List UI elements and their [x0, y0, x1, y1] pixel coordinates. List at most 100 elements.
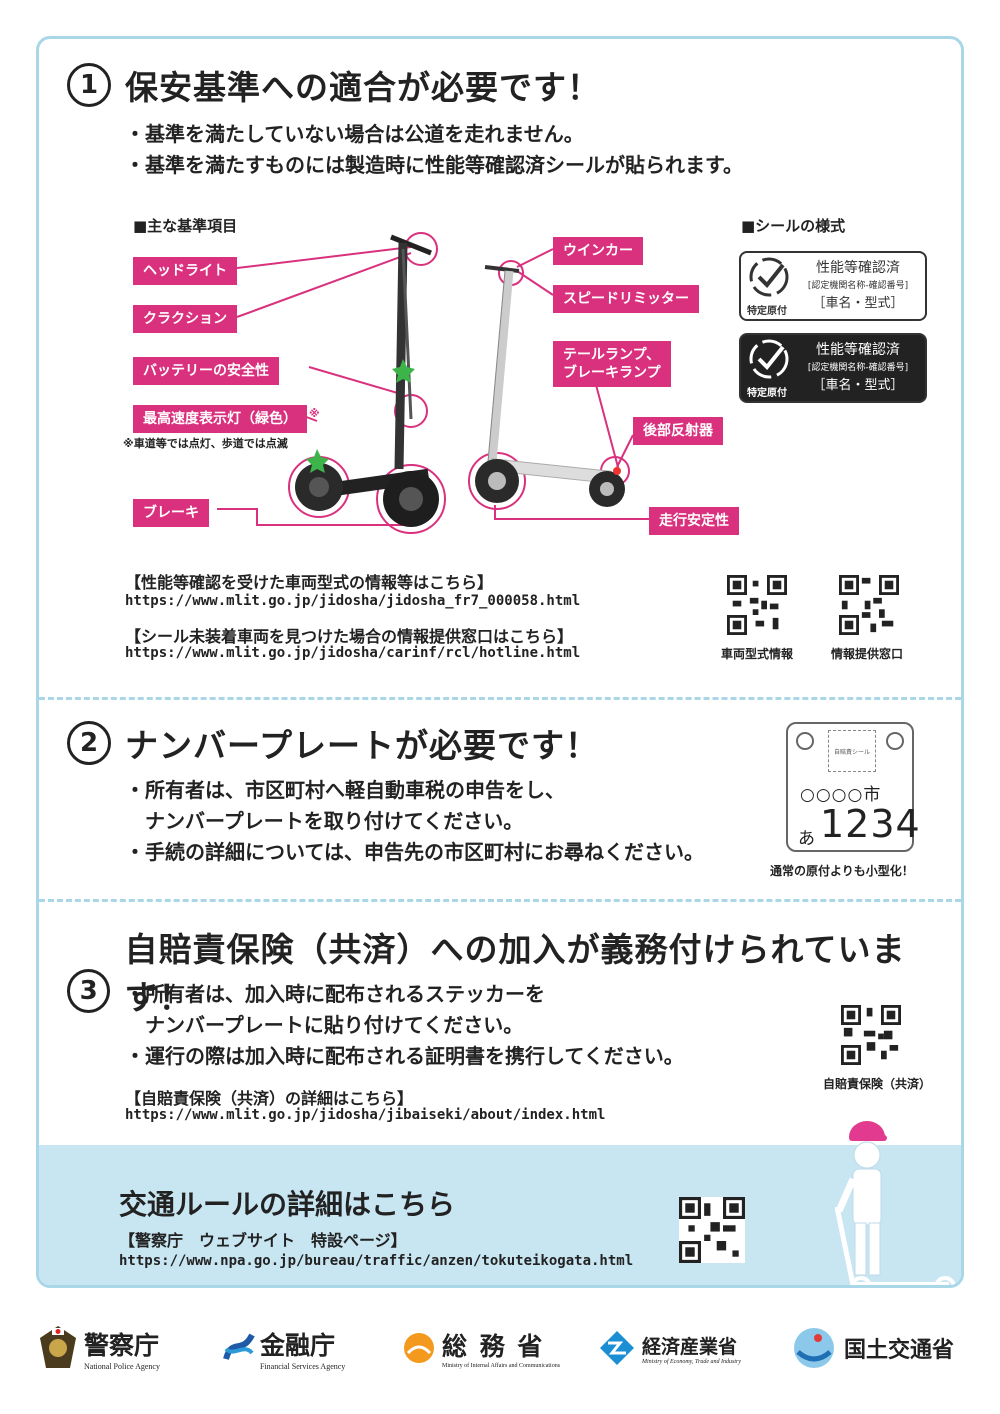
- bullet: ・所有者は、市区町村へ軽自動車税の申告をし、: [125, 778, 565, 802]
- qr-code-traffic-rules[interactable]: [679, 1197, 745, 1263]
- bullet: ・基準を満たすものには製造時に性能等確認済シールが貼られます。: [125, 153, 743, 177]
- logo-meti-name: 経済産業省: [642, 1335, 738, 1358]
- callout-tail-lamp-line2: ブレーキランプ: [563, 365, 661, 381]
- seal-line3: ［車名・型式］: [812, 296, 904, 311]
- qr-code-jibaiseki[interactable]: [841, 1005, 901, 1065]
- plate-bolt-hole: [886, 732, 904, 750]
- meti-logo-icon: [600, 1331, 634, 1365]
- logo-mlit-name: 国土交通省: [844, 1338, 955, 1363]
- check-seal-icon: 特定原付: [747, 255, 797, 317]
- link-vehicle-info-url[interactable]: https://www.mlit.go.jp/jidosha/jidosha_f…: [125, 593, 581, 609]
- fsa-logo-icon: [223, 1333, 255, 1360]
- qr-code-vehicle-info[interactable]: [727, 575, 787, 635]
- section-divider: [39, 899, 961, 902]
- section2-number: 2: [67, 721, 111, 765]
- seal-label: 特定原付: [747, 306, 787, 317]
- seal-line2: [認定機関名称-確認番号]: [807, 281, 909, 291]
- bullet: ・基準を満たしていない場合は公道を走れません。: [125, 122, 584, 146]
- section3-title: 自賠責保険（共済）への加入が義務付けられています！: [124, 930, 906, 1017]
- seal-line1: 性能等確認済: [816, 342, 900, 358]
- check-seal-icon: 特定原付: [747, 337, 797, 399]
- section2-bullets: ・所有者は、市区町村へ軽自動車税の申告をし、 ナンバープレートを取り付けてくださ…: [125, 775, 704, 868]
- black-scooter: [295, 234, 439, 527]
- section3-bullets: ・所有者は、加入時に配布されるステッカーを ナンバープレートに貼り付けてください…: [125, 979, 684, 1072]
- plate-city: ○○○○市: [800, 785, 882, 805]
- callout-line-reflector: [616, 434, 634, 468]
- callout-stability: 走行安定性: [649, 507, 739, 535]
- qr-label-jibaiseki: 自賠責保険（共済）: [823, 1077, 932, 1091]
- logo-meti-sub: Ministry of Economy, Trade and Industry: [642, 1358, 741, 1365]
- logo-mic: 総 務 省 Ministry of Internal Affairs and C…: [402, 1318, 560, 1378]
- bullet: ・運行の際は加入時に配布される証明書を携行してください。: [125, 1044, 684, 1068]
- speed-lamp-note: ※車道等では点灯、歩道では点滅: [123, 437, 288, 450]
- police-emblem-icon: [40, 1326, 76, 1368]
- plate-hiragana: あ: [798, 829, 815, 849]
- seal-label: 特定原付: [747, 388, 787, 399]
- seal-heading: ■シールの様式: [741, 217, 846, 235]
- plate-bolt-hole: [796, 732, 814, 750]
- callout-winker: ウインカー: [553, 237, 643, 265]
- flyer-frame: 1 保安基準への適合が必要です！ ・基準を満たしていない場合は公道を走れません。…: [36, 36, 964, 1288]
- band-heading: 【警察庁 ウェブサイト 特設ページ】: [119, 1231, 407, 1250]
- section1-heading: 1 保安基準への適合が必要です！: [67, 61, 601, 109]
- band-url[interactable]: https://www.npa.go.jp/bureau/traffic/anz…: [119, 1253, 634, 1269]
- logo-meti: 経済産業省 Ministry of Economy, Trade and Ind…: [598, 1318, 741, 1378]
- section1-number: 1: [67, 63, 111, 107]
- section1-title: 保安基準への適合が必要です！: [125, 68, 601, 107]
- logo-fsa: 金融庁 Financial Services Agency: [222, 1318, 345, 1378]
- link-hotline-url[interactable]: https://www.mlit.go.jp/jidosha/carinf/rc…: [125, 645, 581, 661]
- callout-tail-lamp: テールランプ、 ブレーキランプ: [553, 341, 671, 387]
- callout-tail-lamp-line1: テールランプ、: [563, 347, 661, 363]
- speed-lamp-mark: ※: [309, 407, 320, 420]
- mlit-logo-icon: [794, 1328, 834, 1368]
- qr-label-hotline: 情報提供窓口: [831, 647, 904, 661]
- highlight-rear-wheel: [376, 464, 446, 534]
- callout-line-winker: [516, 248, 554, 268]
- seal-sample-dark: 特定原付 性能等確認済 [認定機関名称-確認番号] ［車名・型式］: [739, 333, 927, 403]
- seal-line3: ［車名・型式］: [812, 378, 904, 393]
- logo-police-sub: National Police Agency: [84, 1361, 160, 1371]
- section-divider: [39, 697, 961, 700]
- logo-mlit: 国土交通省: [792, 1318, 954, 1378]
- bullet: ナンバープレートに貼り付けてください。: [125, 1013, 524, 1037]
- section2-heading: 2 ナンバープレートが必要です！: [67, 719, 599, 767]
- logo-police: 警察庁 National Police Agency: [38, 1318, 160, 1378]
- section3-number: 3: [67, 969, 111, 1013]
- qr-code-hotline[interactable]: [839, 575, 899, 635]
- callout-speed-lamp: 最高速度表示灯（緑色）: [133, 405, 307, 433]
- bullet: ・手続の詳細については、申告先の市区町村にお尋ねください。: [125, 840, 704, 864]
- callout-reflector: 後部反射器: [633, 417, 723, 445]
- link-jibaiseki-url[interactable]: https://www.mlit.go.jp/jidosha/jibaiseki…: [125, 1107, 606, 1123]
- callout-headlight: ヘッドライト: [133, 257, 237, 285]
- callout-horn: クラクション: [133, 305, 237, 333]
- bullet: ・所有者は、加入時に配布されるステッカーを: [125, 982, 545, 1006]
- mic-logo-icon: [404, 1333, 434, 1363]
- seal-line2: [認定機関名称-確認番号]: [807, 363, 909, 373]
- callout-line-headlight: [236, 246, 412, 269]
- plate-number: 1234: [820, 802, 921, 846]
- license-plate-sample: 自賠責シール ○○○○市 あ 1234: [786, 722, 920, 852]
- qr-label-vehicle-info: 車両型式情報: [721, 647, 794, 661]
- link-hotline-heading: 【シール未装着車両を見つけた場合の情報提供窓口はこちら】: [125, 627, 574, 646]
- scooter-illustration: [217, 232, 649, 534]
- callout-line-stability: [494, 505, 649, 520]
- link-vehicle-info-heading: 【性能等確認を受けた車両型式の情報等はこちら】: [125, 573, 494, 592]
- callout-battery: バッテリーの安全性: [133, 357, 279, 385]
- plate-note: 通常の原付よりも小型化！: [770, 864, 914, 878]
- white-scooter: [475, 265, 625, 507]
- bullet: ナンバープレートを取り付けてください。: [125, 809, 524, 833]
- band-title: 交通ルールの詳細はこちら: [119, 1188, 456, 1221]
- seal-sample-light: 特定原付 性能等確認済 [認定機関名称-確認番号] ［車名・型式］: [739, 251, 927, 321]
- logo-mic-sub: Ministry of Internal Affairs and Communi…: [442, 1363, 561, 1369]
- callout-speed-lamp-label: 最高速度表示灯（緑色）: [143, 411, 297, 427]
- main-items-heading: ■主な基準項目: [133, 217, 238, 235]
- logo-fsa-name: 金融庁: [260, 1330, 336, 1360]
- rider-illustration: [834, 1121, 956, 1285]
- callout-speed-limiter: スピードリミッター: [553, 285, 699, 313]
- callout-line-battery: [308, 366, 402, 395]
- section3-heading: 3 自賠責保険（共済）への加入が義務付けられています！: [67, 923, 961, 1019]
- logo-police-name: 警察庁: [84, 1330, 160, 1360]
- section2-title: ナンバープレートが必要です！: [125, 726, 600, 765]
- section1-bullets: ・基準を満たしていない場合は公道を走れません。 ・基準を満たすものには製造時に性…: [125, 119, 743, 181]
- logo-mic-name: 総 務 省: [442, 1332, 545, 1361]
